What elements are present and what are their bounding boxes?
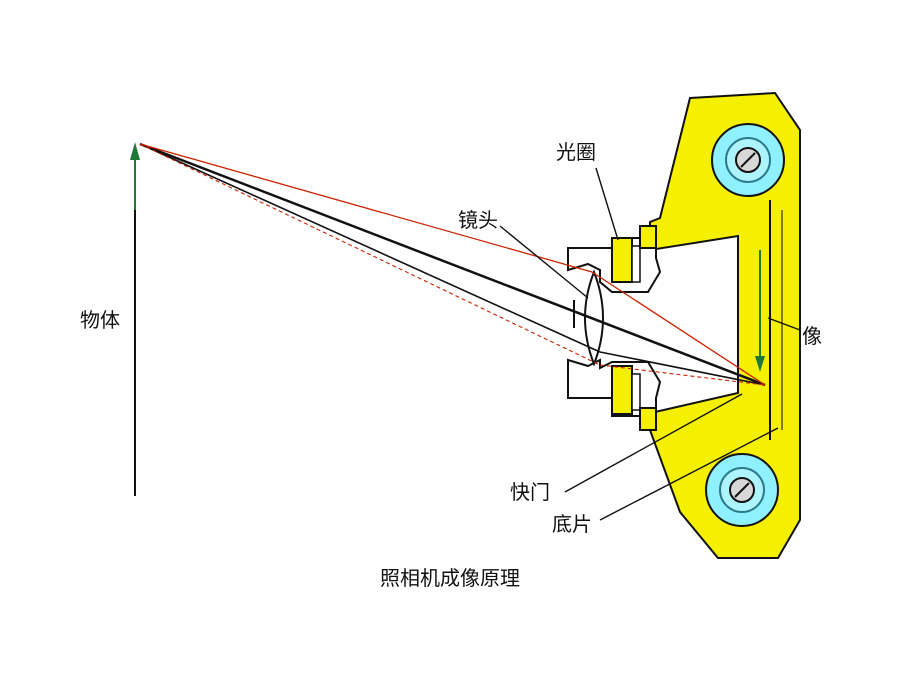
ray-lower-red xyxy=(139,143,601,366)
leader-image xyxy=(767,317,801,331)
label-shutter: 快门 xyxy=(510,480,550,504)
label-aperture: 光圈 xyxy=(556,140,596,164)
leader-film xyxy=(599,427,779,521)
ray-center xyxy=(139,142,766,387)
label-film: 底片 xyxy=(552,512,592,536)
ray-lower xyxy=(139,143,601,353)
label-image: 像 xyxy=(802,324,822,348)
lens-barrel-bottom xyxy=(567,358,662,431)
diagram-caption: 照相机成像原理 xyxy=(380,566,520,590)
leader-aperture xyxy=(595,167,619,241)
ray-upper-red-refracted xyxy=(591,271,766,386)
leader-lens xyxy=(499,225,589,299)
top-film-reel-icon xyxy=(711,123,785,197)
bottom-film-reel-icon xyxy=(705,453,779,527)
ray-upper-red xyxy=(139,143,593,273)
image-arrow-head xyxy=(755,356,765,372)
lens-barrel-top xyxy=(567,225,662,293)
object-arrow-head xyxy=(130,142,140,160)
label-lens: 镜头 xyxy=(458,208,498,232)
ray-lower-refracted xyxy=(599,351,766,386)
label-object: 物体 xyxy=(80,308,120,332)
leader-shutter xyxy=(564,393,743,493)
